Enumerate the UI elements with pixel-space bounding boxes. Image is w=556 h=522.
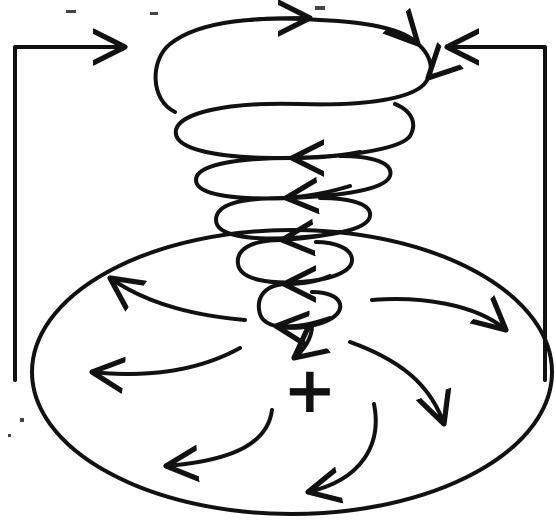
- spiral-loop-6-arrow: [276, 318, 330, 327]
- outflow-arrow-upper-left: [110, 278, 245, 320]
- spiral-loop-3: [196, 156, 390, 198]
- spiral-top-loop-arrow: [250, 18, 310, 20]
- spiral-top-right-descend: [418, 44, 431, 78]
- spiral-loop-5: [238, 240, 352, 282]
- speck: [315, 6, 325, 10]
- spiral-loop-2: [176, 78, 428, 158]
- outflow-arrow-lower-left: [166, 410, 272, 466]
- speck: [66, 10, 76, 13]
- spiral-top-right-arc: [320, 20, 418, 44]
- spiral-top-loop-back: [156, 19, 320, 112]
- rising-spiral-vortex: [156, 18, 431, 358]
- inflow-arrow-left: [15, 47, 125, 380]
- speck: [20, 418, 24, 422]
- speck: [8, 434, 11, 437]
- speck: [150, 12, 158, 15]
- spiral-loop-6: [259, 284, 340, 328]
- center-plus-symbol: +: [283, 354, 337, 428]
- outflow-arrow-lower-right: [350, 342, 444, 424]
- outflow-arrow-left: [92, 348, 240, 374]
- outflow-arrow-upper-right: [372, 299, 506, 330]
- inflow-arrow-right: [447, 47, 545, 380]
